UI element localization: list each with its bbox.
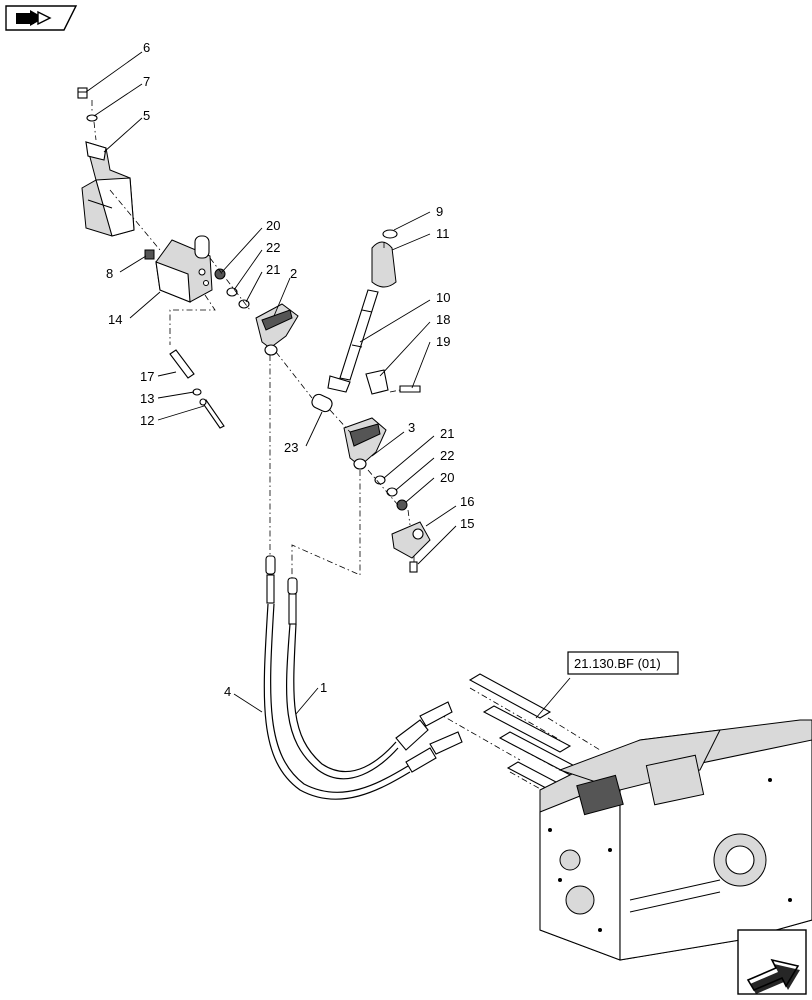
callout-23: 23 xyxy=(284,440,298,455)
cables xyxy=(263,555,463,800)
callout-6: 6 xyxy=(143,40,150,55)
callout-18: 18 xyxy=(436,312,450,327)
callout-9: 9 xyxy=(436,204,443,219)
next-page-arrow-icon[interactable] xyxy=(737,929,807,995)
callout-20a: 20 xyxy=(266,218,280,233)
callout-5: 5 xyxy=(143,108,150,123)
bracket-assembly xyxy=(77,87,225,429)
arrow-to-right-icon[interactable] xyxy=(5,5,78,31)
callout-3: 3 xyxy=(408,420,415,435)
callout-15: 15 xyxy=(460,516,474,531)
lever-assembly xyxy=(327,229,421,395)
assembly-lines xyxy=(91,100,601,801)
callout-21a: 21 xyxy=(266,262,280,277)
callout-labels: 6 7 5 8 14 17 13 12 20 22 21 2 9 11 10 1… xyxy=(106,40,474,699)
callout-1: 1 xyxy=(320,680,327,695)
callout-11: 11 xyxy=(436,226,450,241)
reference-label: 21.130.BF (01) xyxy=(574,656,661,671)
callout-12: 12 xyxy=(140,413,154,428)
callout-10: 10 xyxy=(436,290,450,305)
callout-8: 8 xyxy=(106,266,113,281)
callout-13: 13 xyxy=(140,391,154,406)
callout-2: 2 xyxy=(290,266,297,281)
callout-16: 16 xyxy=(460,494,474,509)
leader-lines xyxy=(85,51,571,719)
callout-7: 7 xyxy=(143,74,150,89)
reference-box[interactable]: 21.130.BF (01) xyxy=(567,651,679,675)
callout-22a: 22 xyxy=(266,240,280,255)
callout-17: 17 xyxy=(140,369,154,384)
shift-gate-assembly xyxy=(214,268,431,573)
callout-4: 4 xyxy=(224,684,231,699)
callout-19: 19 xyxy=(436,334,450,349)
callout-20b: 20 xyxy=(440,470,454,485)
callout-21b: 21 xyxy=(440,426,454,441)
callout-14: 14 xyxy=(108,312,122,327)
callout-22b: 22 xyxy=(440,448,454,463)
transmission-housing xyxy=(468,673,812,961)
